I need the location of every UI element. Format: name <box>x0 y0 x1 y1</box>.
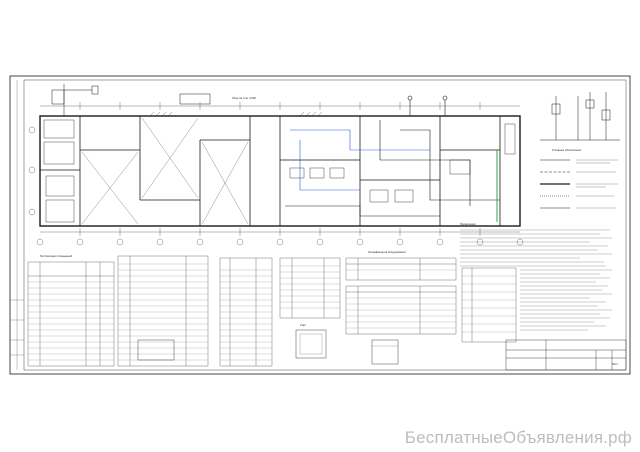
section-details <box>137 329 399 365</box>
riser-diagrams <box>540 92 620 141</box>
pipe-network <box>285 95 500 222</box>
notes-block <box>460 229 612 331</box>
binding-column <box>10 80 24 370</box>
watermark-text: БесплатныеОбъявления.рф <box>404 428 632 447</box>
top-left-riser <box>51 84 211 116</box>
title-block <box>505 339 627 371</box>
inner-frame <box>23 79 627 371</box>
legend-block <box>540 159 618 209</box>
sheet-label: Лист <box>612 363 619 366</box>
equipment-table-3 <box>279 257 341 319</box>
detail-caption: Узел <box>300 324 306 327</box>
sheet-frame <box>9 75 631 375</box>
watermark-bar: БесплатныеОбъявления.рф <box>0 420 640 452</box>
legend-title: Условные обозначения <box>552 149 581 152</box>
plan-caption: План на отм. 0,000 <box>232 97 256 100</box>
spec-title: Спецификация оборудования <box>368 251 406 254</box>
spec-table-1 <box>345 257 457 335</box>
explication-title: Экспликация помещений <box>40 255 73 258</box>
drawings-list-table <box>461 267 517 343</box>
equipment-table-2 <box>219 257 273 367</box>
equipment-table-1 <box>117 255 209 367</box>
notes-title: Примечания <box>460 223 476 226</box>
floor-plan <box>28 102 524 246</box>
explication-table <box>27 261 115 367</box>
